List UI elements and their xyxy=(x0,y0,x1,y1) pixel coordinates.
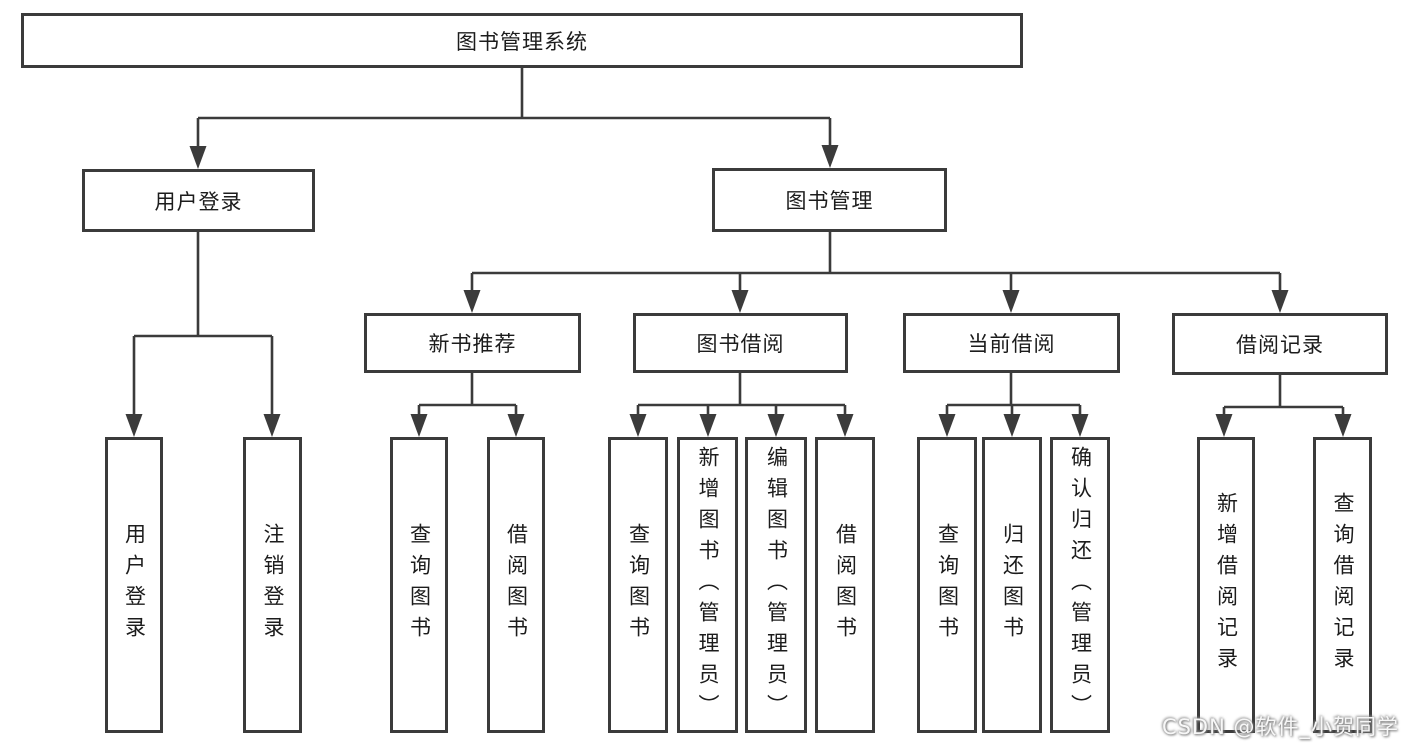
csdn-watermark: CSDN @软件_小贺同学 xyxy=(1161,715,1399,739)
node-book-management: 图书管理 xyxy=(712,168,947,232)
leaf-query-books-current: 查询图书 xyxy=(917,437,977,733)
node-borrow-records: 借阅记录 xyxy=(1172,313,1388,375)
leaf-query-books-recommend: 查询图书 xyxy=(390,437,448,733)
leaf-query-borrow-record: 查询借阅记录 xyxy=(1313,437,1372,733)
leaf-confirm-return-admin: 确认归还（管理员） xyxy=(1050,437,1110,733)
leaf-user-login: 用户登录 xyxy=(105,437,163,733)
node-new-book-recommend: 新书推荐 xyxy=(364,313,581,373)
arrowheads xyxy=(125,145,1352,437)
leaf-query-books-borrow: 查询图书 xyxy=(608,437,668,733)
leaf-return-books: 归还图书 xyxy=(982,437,1042,733)
leaf-borrow-books-borrow: 借阅图书 xyxy=(815,437,875,733)
leaf-logout-login: 注销登录 xyxy=(243,437,302,733)
node-current-borrow: 当前借阅 xyxy=(903,313,1120,373)
node-book-borrow: 图书借阅 xyxy=(633,313,848,373)
node-root-library-system: 图书管理系统 xyxy=(21,13,1023,68)
leaf-add-books-admin: 新增图书（管理员） xyxy=(677,437,738,733)
leaf-borrow-books-recommend: 借阅图书 xyxy=(487,437,545,733)
leaf-edit-books-admin: 编辑图书（管理员） xyxy=(745,437,807,733)
leaf-add-borrow-record: 新增借阅记录 xyxy=(1197,437,1255,733)
node-user-login: 用户登录 xyxy=(82,169,315,232)
